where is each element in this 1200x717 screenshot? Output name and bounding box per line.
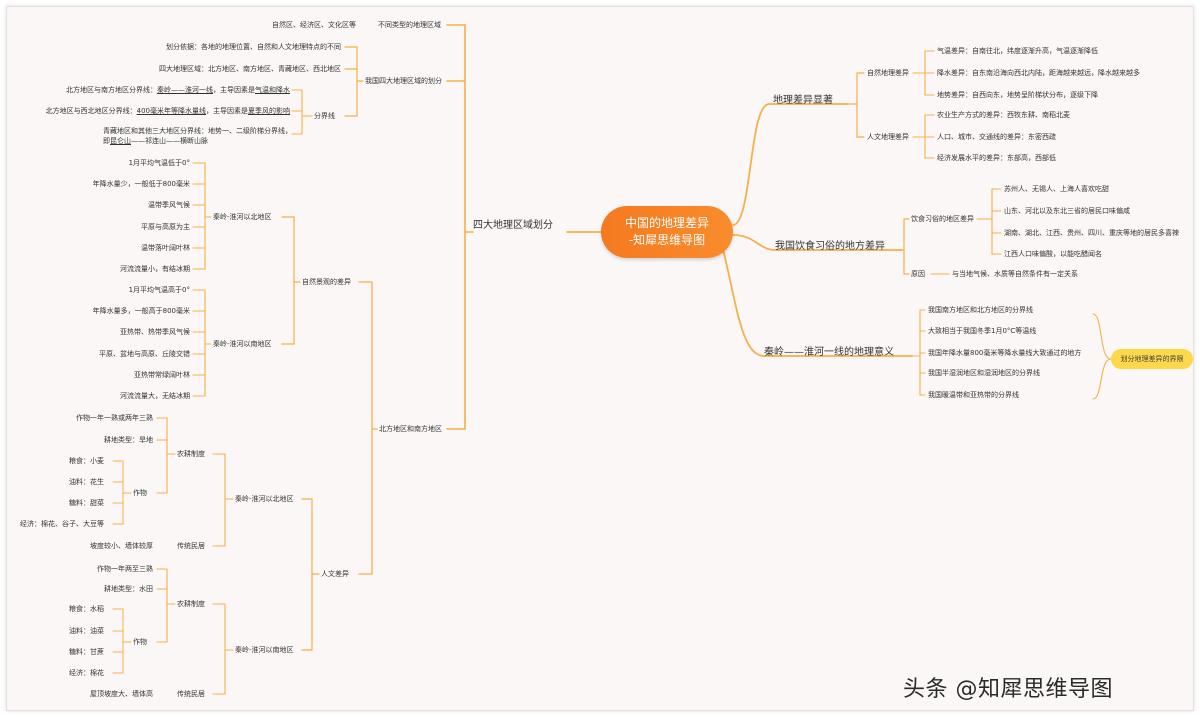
leaf-agri-diff[interactable]: 农业生产方式的差异：西牧东耕、南稻北麦 [937,111,1070,119]
leaf-ns-boundary[interactable]: 我国南方地区和北方地区的分界线 [928,306,1033,314]
node-natural-diff[interactable]: 自然地理差异 [867,69,909,77]
node-diet-diff[interactable]: 饮食习俗的地区差异 [911,215,974,223]
branch-qinling[interactable]: 秦岭——淮河一线的地理意义 [764,347,894,358]
leaf-nn-2[interactable]: 年降水量少，一般低于800毫米 [92,180,190,188]
leaf-temp-diff[interactable]: 气温差异：自南往北，纬度逐渐升高，气温逐渐降低 [937,47,1098,55]
leaf-ns-2[interactable]: 年降水量多，一般高于800毫米 [92,307,190,315]
node-boundaries[interactable]: 分界线 [314,112,335,120]
root-title-line1: 中国的地理差异 [624,216,709,230]
leaf-basis[interactable]: 划分依据：各地的地理位置、自然和人文地理特点的不同 [166,43,341,51]
node-hum-south[interactable]: 秦岭-淮河以南地区 [235,646,294,654]
node-farming-south[interactable]: 农耕制度 [177,600,205,608]
leaf-crop-s-2[interactable]: 油料：油菜 [69,627,104,635]
connector-lines [112,24,1112,695]
leaf-crop-n-2[interactable]: 油料：花生 [69,478,104,486]
leaf-ns-1[interactable]: 1月平均气温高于0° [128,286,190,294]
leaf-crop-n-4[interactable]: 经济：棉花、谷子、大豆等 [20,520,104,528]
leaf-crop-s-4[interactable]: 经济：棉花 [69,669,104,677]
leaf-boundary-3[interactable]: 青藏地区和其他三大地区分界线：地势一、二级阶梯分界线，即昆仑山——祁连山——横断… [103,127,292,145]
leaf-ns-4[interactable]: 平原、盆地与高原、丘陵交错 [99,350,190,358]
curve-to-diet [732,234,903,251]
branch-geo-diff[interactable]: 地理差异显著 [773,95,833,106]
leaf-nn-3[interactable]: 温带季风气候 [148,201,190,209]
leaf-ns-6[interactable]: 河流流量大，无结冰期 [120,392,190,400]
leaf-boundary-2[interactable]: 北方地区与西北地区分界线：400毫米年等降水量线，主导因素是夏季风的影响 [45,107,290,115]
leaf-crop-s-1[interactable]: 粮食：水稻 [69,605,104,613]
node-human-diff[interactable]: 人文地理差异 [867,133,909,141]
leaf-harvest-south[interactable]: 作物一年两至三熟 [97,565,153,573]
leaf-housing-north[interactable]: 坡度较小、墙体较厚 [90,542,153,550]
leaf-sweet[interactable]: 苏州人、无锡人、上海人喜欢吃甜 [1004,185,1109,193]
branch-diet[interactable]: 我国饮食习俗的地方差异 [775,241,885,252]
node-nat-south[interactable]: 秦岭-淮河以南地区 [213,340,272,348]
node-housing-south[interactable]: 传统民居 [177,690,205,698]
node-crops-south[interactable]: 作物 [133,638,147,646]
leaf-salty[interactable]: 山东、河北以及东北三省的居民口味偏咸 [1004,207,1130,215]
node-region-types[interactable]: 不同类型的地理区域 [378,21,441,29]
node-natural-landscape[interactable]: 自然景观的差异 [302,278,351,286]
leaf-land-north[interactable]: 耕地类型：旱地 [104,436,153,444]
leaf-rain-diff[interactable]: 降水差异：自东南沿海向西北内陆，距海越来越远，降水越来越多 [937,69,1140,77]
curve-to-geo-diff [732,103,848,226]
watermark: 头条 @知犀思维导图 [903,677,1113,702]
node-four-regions[interactable]: 我国四大地理区域的划分 [365,77,442,85]
leaf-isotherm[interactable]: 大致相当于我国冬季1月0°C等温线 [928,327,1037,335]
leaf-crop-n-1[interactable]: 粮食：小麦 [69,457,104,465]
node-hum-north[interactable]: 秦岭-淮河以北地区 [235,495,294,503]
leaf-boundary-1[interactable]: 北方地区与南方地区分界线：秦岭——淮河一线，主导因素是气温和降水 [66,86,290,94]
node-housing-north[interactable]: 传统民居 [177,542,205,550]
leaf-nn-5[interactable]: 温带落叶阔叶林 [141,244,190,252]
root-title-line2: -知犀思维导图 [628,233,706,247]
r3-brace-top [1092,313,1112,360]
summary-highlight[interactable]: 划分地理差异的界限 [1111,349,1193,369]
leaf-ns-3[interactable]: 亚热带、热带季风气候 [120,328,190,336]
leaf-ns-5[interactable]: 亚热带常绿阔叶林 [134,371,190,379]
leaf-nn-1[interactable]: 1月平均气温低于0° [128,159,190,167]
leaf-terrain-diff[interactable]: 地势差异：自西向东，地势呈阶梯状分布，逐级下降 [937,91,1098,99]
root-node[interactable]: 中国的地理差异 -知犀思维导图 [601,206,733,258]
node-crops-north[interactable]: 作物 [133,489,147,497]
branch-four-regions[interactable]: 四大地理区域划分 [473,220,553,231]
leaf-pop-diff[interactable]: 人口、城市、交通线的差异：东密西疏 [937,133,1056,141]
leaf-spicy[interactable]: 湖南、湖北、江西、贵州、四川、重庆等地的居民多喜辣 [1004,229,1179,237]
leaf-econ-diff[interactable]: 经济发展水平的差异：东部高，西部低 [937,154,1056,162]
leaf-800mm[interactable]: 我国年降水量800毫米等降水量线大致通过的地方 [928,349,1082,357]
mind-map-canvas: 中国的地理差异 -知犀思维导图 地理差异显著 自然地理差异 气温差异：自南往北，… [6,6,1194,711]
node-north-south[interactable]: 北方地区和南方地区 [379,425,442,433]
node-farming-north[interactable]: 农耕制度 [177,450,205,458]
leaf-housing-south[interactable]: 屋顶坡度大、墙体高 [90,690,153,698]
leaf-climate-zone[interactable]: 我国暖温带和亚热带的分界线 [928,391,1019,399]
leaf-crop-n-3[interactable]: 糖料：甜菜 [69,499,104,507]
node-human-landscape[interactable]: 人文差异 [321,570,349,578]
leaf-crop-s-3[interactable]: 糖料：甘蔗 [69,648,104,656]
leaf-region-types[interactable]: 自然区、经济区、文化区等 [272,21,356,29]
leaf-regions[interactable]: 四大地理区域：北方地区、南方地区、青藏地区、西北地区 [159,65,341,73]
r3-brace-bottom [1092,358,1112,400]
leaf-humid[interactable]: 我国半湿润地区和湿润地区的分界线 [928,369,1040,377]
leaf-land-south[interactable]: 耕地类型：水田 [104,585,153,593]
leaf-harvest-north[interactable]: 作物一年一熟或两年三熟 [76,414,153,422]
leaf-reason[interactable]: 与当地气候、水质等自然条件有一定关系 [952,270,1078,278]
node-nat-north[interactable]: 秦岭-淮河以北地区 [213,213,272,221]
leaf-nn-4[interactable]: 平原与高原为主 [141,223,190,231]
leaf-nn-6[interactable]: 河流流量小，有结冰期 [120,265,190,273]
node-reason[interactable]: 原因 [911,270,925,278]
leaf-sour[interactable]: 江西人口味偏酸，以能吃醋闻名 [1004,250,1102,258]
curve-to-qinling [722,248,913,357]
